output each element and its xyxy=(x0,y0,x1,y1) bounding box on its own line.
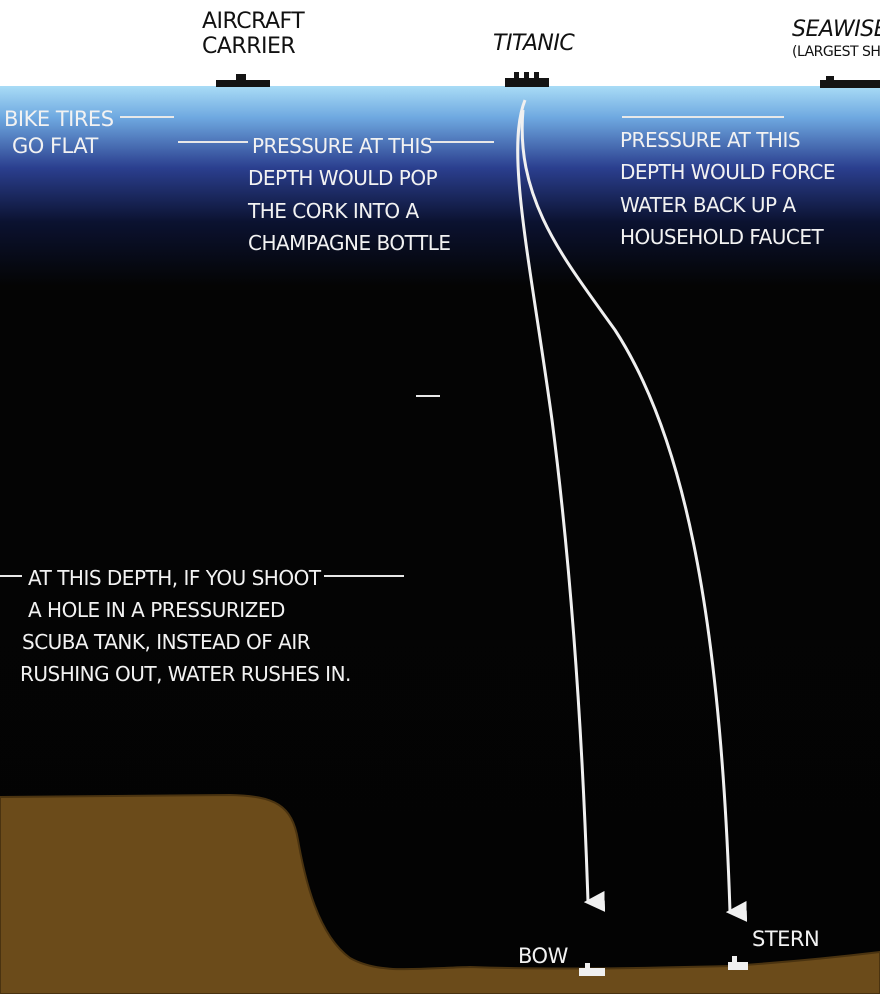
titanic-stern-wreck xyxy=(728,956,748,970)
champagne-line-2: DEPTH WOULD POP xyxy=(248,166,438,191)
seawise-line-2: (LARGEST SH xyxy=(792,43,880,60)
scuba-line-4: RUSHING OUT, WATER RUSHES IN. xyxy=(20,662,351,686)
faucet-line-2: DEPTH WOULD FORCE xyxy=(620,160,836,185)
champagne-line-1: PRESSURE AT THIS xyxy=(252,134,433,158)
seawise-label: SEAWISE (LARGEST SH xyxy=(792,17,880,60)
scuba-line-1: AT THIS DEPTH, IF YOU SHOOT xyxy=(28,566,321,590)
bike-tires-annotation: BIKE TIRES GO FLAT xyxy=(4,106,114,161)
depth-marker-dash xyxy=(416,395,440,397)
bike-tires-depth-line xyxy=(120,116,174,118)
scuba-depth-line-left xyxy=(0,575,22,577)
seafloor xyxy=(0,793,880,994)
aircraft-carrier-label: AIRCRAFT CARRIER xyxy=(202,9,305,59)
aircraft-carrier-line-2: CARRIER xyxy=(202,33,296,59)
champagne-line-3: THE CORK INTO A xyxy=(248,198,419,223)
stern-sinking-path xyxy=(520,109,748,922)
bike-tires-line-2: GO FLAT xyxy=(12,134,98,159)
seawise-ship xyxy=(820,76,880,88)
faucet-line-3: WATER BACK UP A xyxy=(620,192,796,217)
champagne-line-4: CHAMPAGNE BOTTLE xyxy=(248,231,451,256)
champagne-annotation: PRESSURE AT THIS DEPTH WOULD POP THE COR… xyxy=(248,130,451,260)
sky xyxy=(0,0,880,86)
faucet-depth-line xyxy=(622,116,784,118)
titanic-bow-wreck xyxy=(579,963,605,976)
titanic-label: TITANIC xyxy=(493,31,575,56)
faucet-line-1: PRESSURE AT THIS xyxy=(620,128,801,152)
scuba-line-2: A HOLE IN A PRESSURIZED xyxy=(28,598,285,622)
scuba-annotation: AT THIS DEPTH, IF YOU SHOOT A HOLE IN A … xyxy=(20,562,351,690)
scuba-depth-line-right xyxy=(324,575,404,577)
scuba-line-3: SCUBA TANK, INSTEAD OF AIR xyxy=(22,630,311,654)
aircraft-carrier-ship xyxy=(216,74,270,87)
champagne-depth-line-left xyxy=(178,141,248,143)
titanic-ship xyxy=(505,72,549,87)
faucet-annotation: PRESSURE AT THIS DEPTH WOULD FORCE WATER… xyxy=(620,124,836,254)
stern-label: STERN xyxy=(752,927,820,951)
bike-tires-line-1: BIKE TIRES xyxy=(4,107,114,131)
bow-label: BOW xyxy=(518,944,568,968)
champagne-depth-line-right xyxy=(430,141,494,143)
bow-sinking-path xyxy=(516,99,606,912)
seawise-line-1: SEAWISE xyxy=(792,17,880,42)
faucet-line-4: HOUSEHOLD FAUCET xyxy=(620,225,824,250)
aircraft-carrier-line-1: AIRCRAFT xyxy=(202,9,305,34)
